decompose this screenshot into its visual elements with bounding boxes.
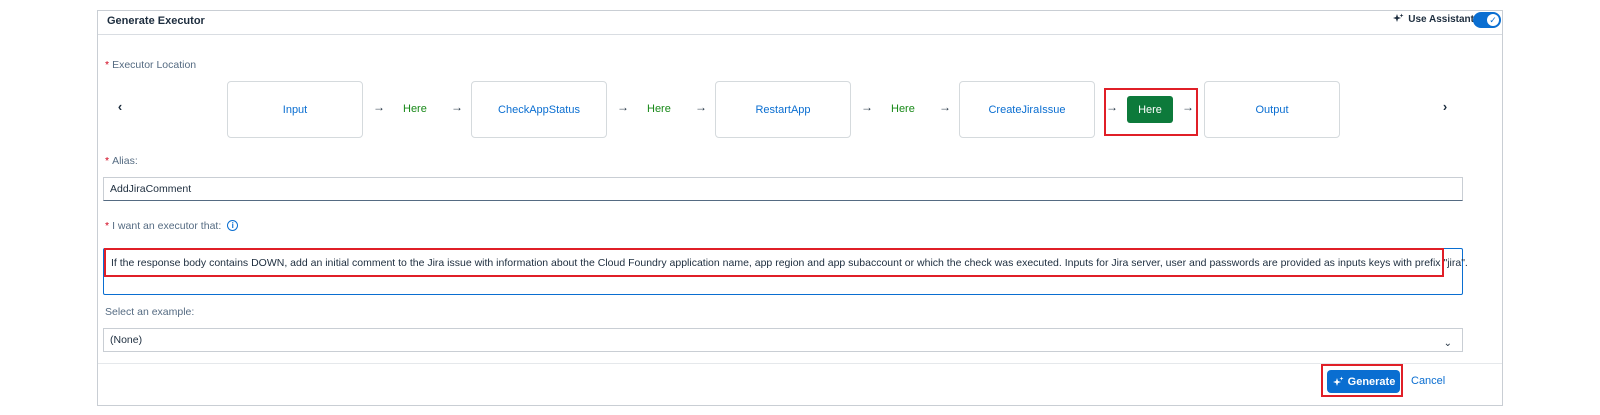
description-label: *I want an executor that:i (105, 220, 239, 232)
step-createjiraissue[interactable]: CreateJiraIssue (959, 81, 1095, 138)
use-assistant-label: Use Assistant (1408, 13, 1474, 25)
dialog-header: Generate Executor Use Assistant ✓ (98, 11, 1502, 35)
sparkle-icon (1393, 13, 1404, 22)
highlight-box (1321, 364, 1403, 397)
arrow-right-icon: → (617, 100, 629, 114)
alias-label: *Alias: (105, 155, 138, 167)
chevron-right-icon[interactable]: › (1442, 99, 1448, 114)
chevron-down-icon[interactable]: ⌄ (1443, 338, 1452, 349)
example-label: Select an example: (105, 306, 195, 318)
required-marker: * (105, 155, 110, 167)
step-checkappstatus[interactable]: CheckAppStatus (471, 81, 607, 138)
cancel-button[interactable]: Cancel (1411, 375, 1446, 387)
arrow-right-icon: → (695, 100, 707, 114)
generate-button[interactable]: Generate (1327, 370, 1400, 393)
here-slot-1[interactable]: Here (403, 103, 427, 115)
arrow-right-icon: → (1182, 100, 1194, 114)
generate-label: Generate (1347, 375, 1396, 388)
arrow-right-icon: → (861, 100, 873, 114)
generate-executor-dialog: Generate Executor Use Assistant ✓ *Execu… (97, 10, 1503, 406)
step-input[interactable]: Input (227, 81, 363, 138)
required-marker: * (105, 59, 110, 71)
arrow-right-icon: → (373, 100, 385, 114)
arrow-right-icon: → (1106, 100, 1118, 114)
arrow-right-icon: → (939, 100, 951, 114)
required-marker: * (105, 220, 110, 232)
highlight-box (104, 248, 1444, 277)
example-select[interactable]: (None) ⌄ (103, 328, 1463, 352)
dialog-title: Generate Executor (107, 15, 205, 27)
use-assistant-control[interactable]: Use Assistant (1392, 13, 1474, 25)
sparkle-icon (1332, 376, 1344, 386)
step-output[interactable]: Output (1204, 81, 1340, 138)
use-assistant-toggle[interactable]: ✓ (1473, 12, 1501, 28)
highlight-box (1104, 88, 1198, 136)
executor-location-label: *Executor Location (105, 59, 197, 71)
footer-divider (98, 363, 1502, 364)
step-restartapp[interactable]: RestartApp (715, 81, 851, 138)
check-icon: ✓ (1487, 14, 1499, 26)
example-select-value: (None) (110, 334, 143, 346)
chevron-left-icon[interactable]: ‹ (117, 99, 123, 114)
here-slot-3[interactable]: Here (891, 103, 915, 115)
info-icon[interactable]: i (227, 220, 239, 231)
arrow-right-icon: → (451, 100, 463, 114)
here-slot-selected[interactable]: Here (1127, 96, 1173, 123)
here-slot-2[interactable]: Here (647, 103, 671, 115)
alias-input[interactable]: AddJiraComment (103, 177, 1463, 201)
description-text: If the response body contains DOWN, add … (111, 257, 1468, 269)
